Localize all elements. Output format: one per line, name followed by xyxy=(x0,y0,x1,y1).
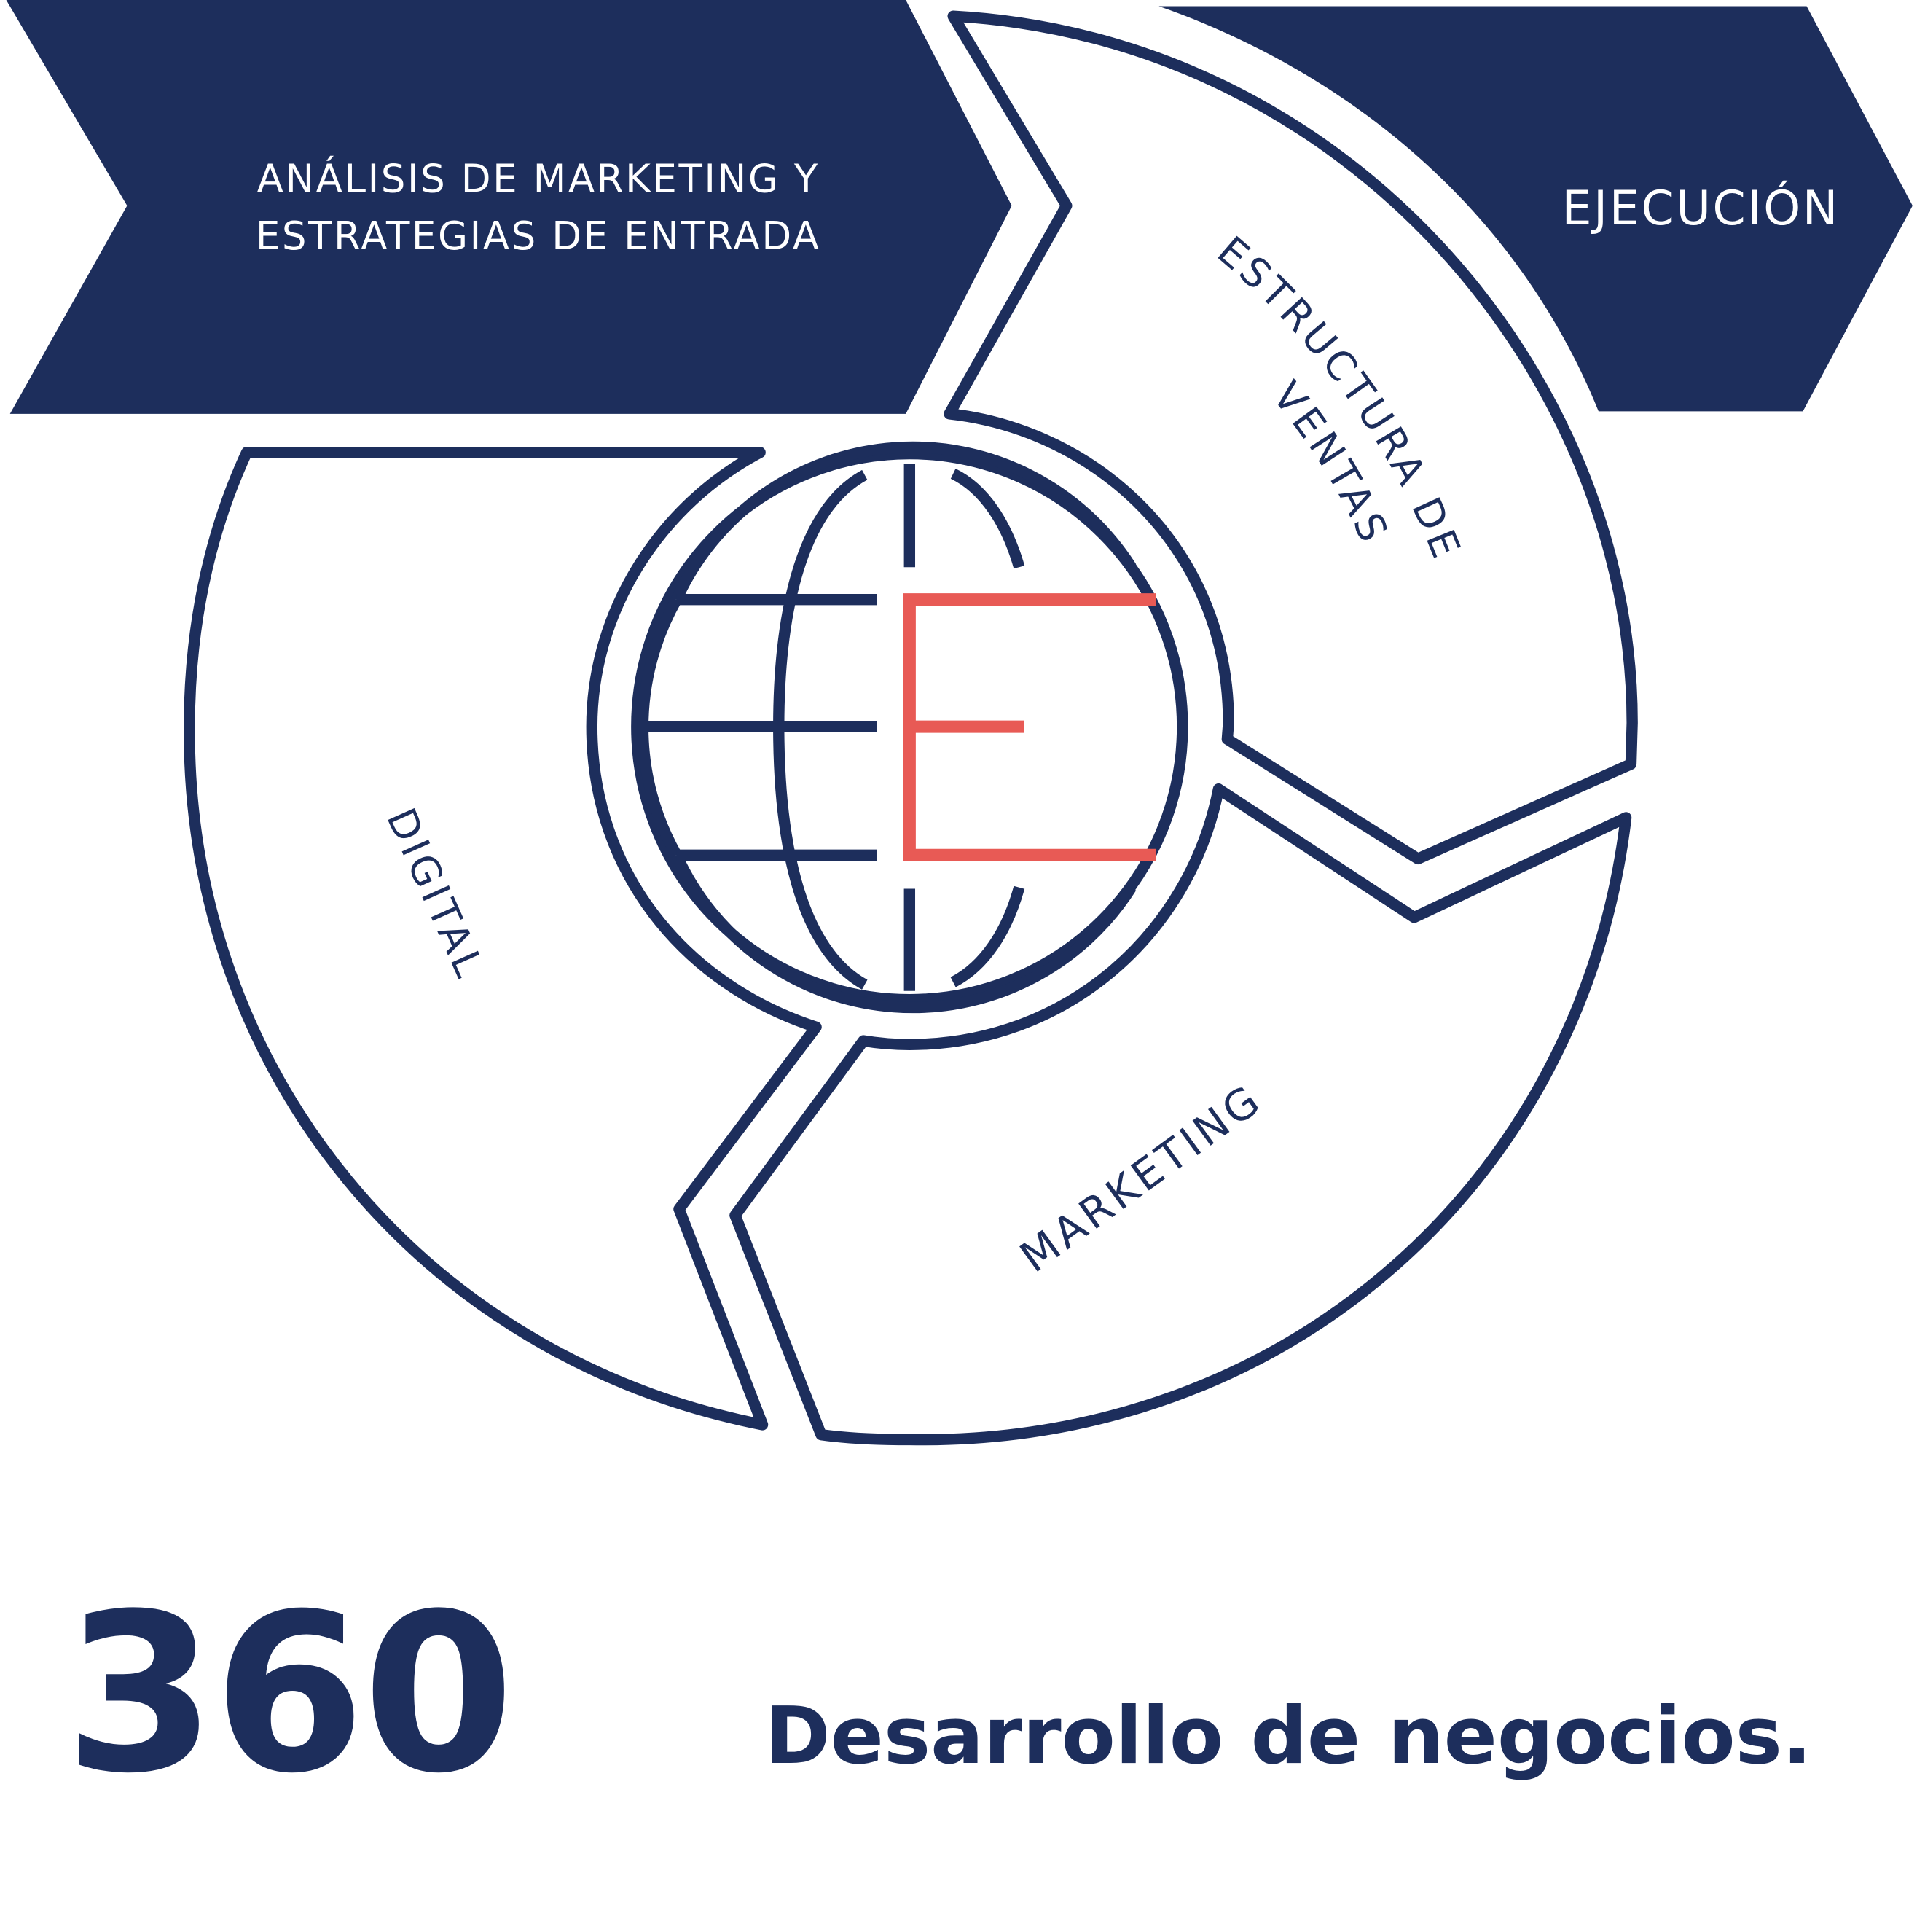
globe-top-arc xyxy=(671,441,1137,602)
segment-estructura-de-ventas xyxy=(944,10,1638,865)
globe-bottom-arc xyxy=(671,853,1137,1014)
globe-meridian-right-top xyxy=(950,468,1025,569)
segment-digital xyxy=(184,447,822,1431)
analisis-banner-shape xyxy=(6,0,1012,414)
globe-meridian-right-bottom xyxy=(950,885,1025,987)
globe-icon xyxy=(637,441,1137,1014)
globe-left-arc xyxy=(637,596,682,859)
ejecucion-banner-label: EJECUCIÓN xyxy=(1561,180,1839,236)
footer-tagline: Desarrollo de negocios. xyxy=(765,1691,1812,1782)
segment-marketing xyxy=(729,783,1632,1446)
footer-number-360: 360 xyxy=(64,1567,514,1821)
analisis-banner-line2: ESTRATEGIAS DE ENTRADA xyxy=(256,214,821,259)
ejecucion-banner: EJECUCIÓN xyxy=(1158,6,1913,412)
letter-e-icon xyxy=(903,593,1156,861)
ejecucion-banner-shape xyxy=(1158,6,1913,412)
globe-outer-ring xyxy=(631,447,1188,1006)
analisis-banner-line1: ANÁLISIS DE MARKETING Y xyxy=(257,155,820,201)
analisis-banner: ANÁLISIS DE MARKETING Y ESTRATEGIAS DE E… xyxy=(6,0,1012,414)
globe-logo xyxy=(631,441,1188,1014)
